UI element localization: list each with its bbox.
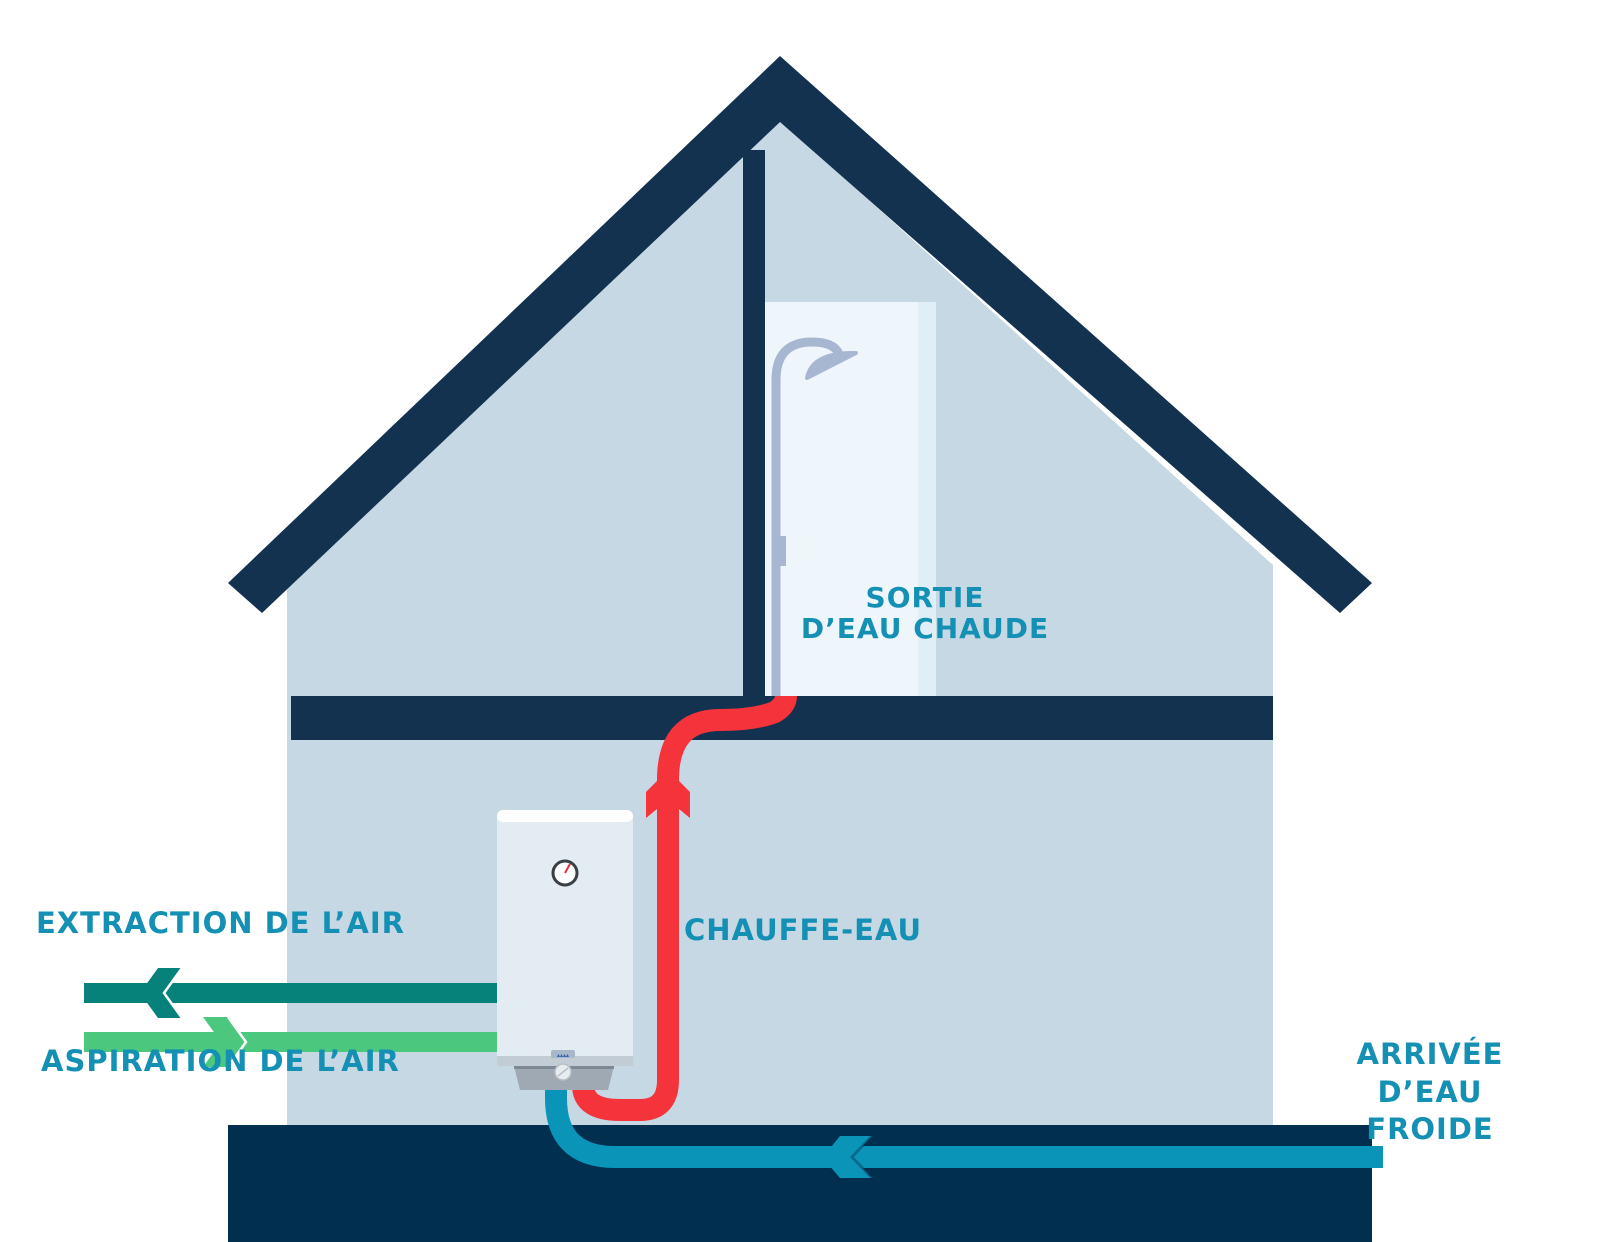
label-line: ARRIVÉE	[1356, 1037, 1504, 1071]
air-aspiration-arrow	[84, 1016, 498, 1068]
label-cold-water-inlet: ARRIVÉE D’EAU FROIDE	[1340, 1036, 1520, 1149]
shower-icon	[771, 337, 858, 701]
air-extraction-arrow	[84, 967, 498, 1019]
shower-room-edge	[918, 302, 936, 696]
hot-water-arrow-head	[646, 770, 690, 818]
interior-wall	[743, 150, 765, 696]
hot-water-pipe	[572, 695, 797, 1121]
cold-water-pipe	[545, 1075, 1383, 1180]
label-hot-water-outlet: SORTIE D’EAU CHAUDE	[780, 582, 1070, 645]
label-line: D’EAU CHAUDE	[800, 612, 1050, 646]
water-heater-icon: ▴▴▴▴	[497, 810, 633, 1090]
cold-water-arrow-head	[822, 1136, 872, 1178]
label-line: SORTIE	[865, 581, 985, 614]
ground	[228, 1125, 1372, 1242]
label-air-extraction: EXTRACTION DE L’AIR	[36, 906, 405, 940]
label-air-aspiration: ASPIRATION DE L’AIR	[41, 1044, 400, 1078]
svg-text:▴▴▴▴: ▴▴▴▴	[557, 1052, 569, 1059]
label-line: FROIDE	[1366, 1112, 1494, 1147]
label-line: D’EAU	[1377, 1074, 1483, 1109]
label-water-heater: CHAUFFE-EAU	[684, 913, 923, 947]
